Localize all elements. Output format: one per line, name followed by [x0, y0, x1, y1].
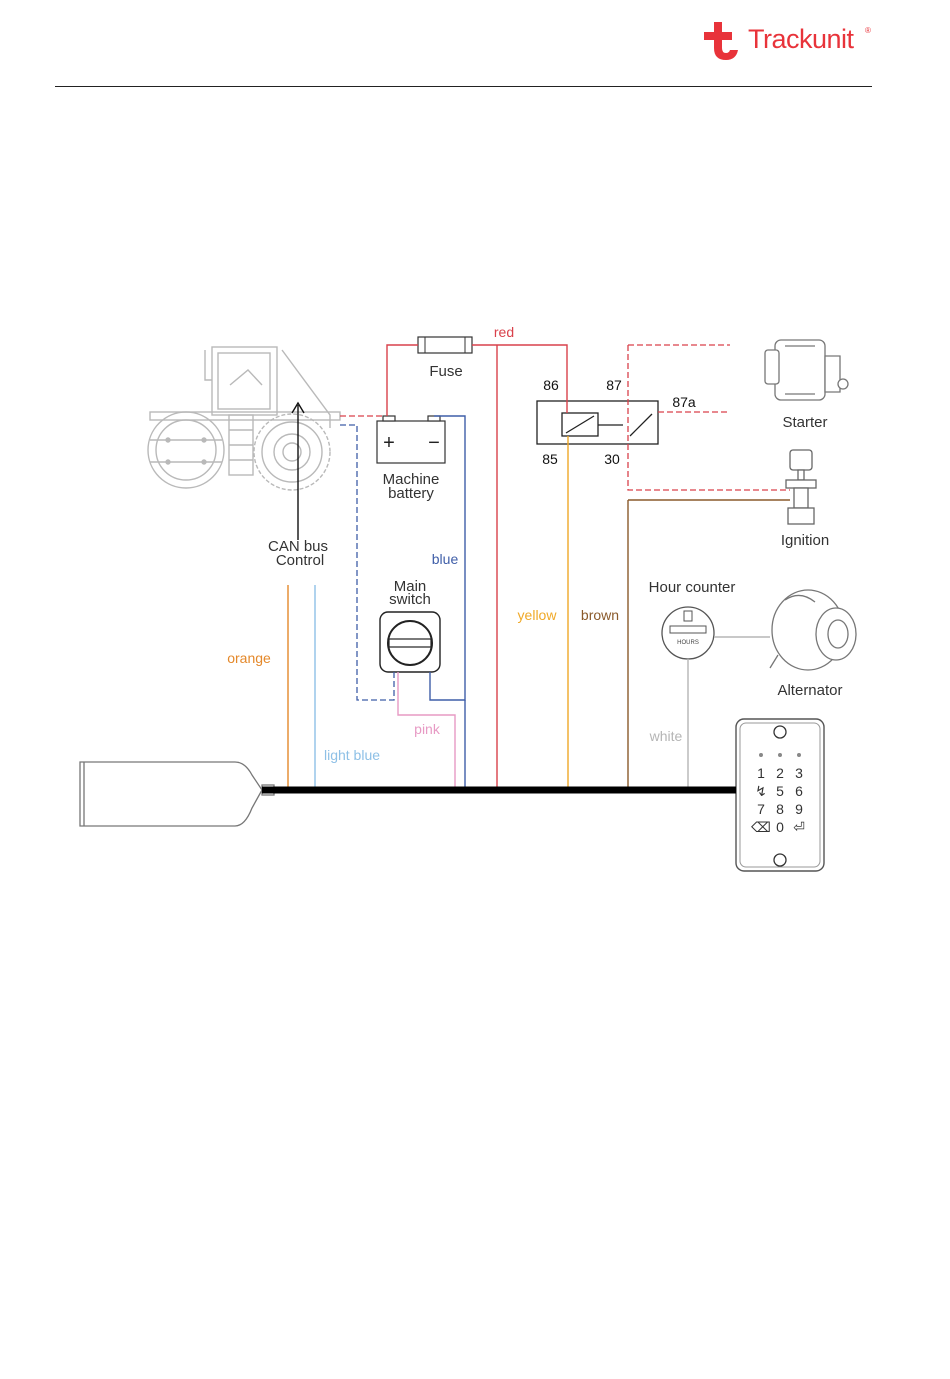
battery-label-line2: battery — [388, 485, 434, 502]
wire-label-light-blue: light blue — [324, 747, 380, 763]
starter-label: Starter — [782, 414, 827, 431]
keypad-key[interactable]: 0 — [776, 819, 784, 835]
alternator-label: Alternator — [777, 682, 842, 699]
main-switch — [380, 612, 440, 672]
keypad-key[interactable]: 8 — [776, 801, 784, 817]
relay-pin-86: 86 — [543, 377, 559, 393]
ignition-illustration — [786, 450, 816, 524]
wire-red-battery-fuse — [387, 345, 418, 416]
relay-pin-30: 30 — [604, 451, 620, 467]
wire-label-blue: blue — [432, 551, 459, 567]
starter-illustration — [765, 340, 848, 400]
main-switch-label-line2: switch — [389, 591, 431, 608]
wire-label-orange: orange — [227, 650, 271, 666]
can-bus-label-line2: Control — [276, 552, 324, 569]
wires — [262, 345, 790, 790]
relay-pin-85: 85 — [542, 451, 558, 467]
relay — [537, 401, 658, 444]
ignition-label: Ignition — [781, 532, 829, 549]
keypad-key[interactable]: 6 — [795, 783, 803, 799]
hour-counter-label: Hour counter — [649, 579, 736, 596]
battery-minus-sign: − — [428, 432, 440, 454]
battery-plus-sign: + — [383, 432, 395, 454]
keypad-key[interactable]: 2 — [776, 765, 784, 781]
wire-label-pink: pink — [414, 721, 441, 737]
trackunit-device — [80, 762, 274, 826]
fuse-label: Fuse — [429, 363, 462, 380]
keypad-key[interactable]: ⌫ — [751, 819, 771, 835]
hour-counter-gauge — [662, 607, 714, 659]
wire-label-red: red — [494, 324, 514, 340]
alternator-illustration — [770, 590, 856, 670]
hour-counter-face: HOURS — [677, 640, 699, 646]
wire-label-white: white — [649, 728, 683, 744]
keypad-key[interactable]: 5 — [776, 783, 784, 799]
keypad-key[interactable]: ⏎ — [793, 819, 805, 835]
keypad-key[interactable]: ↯ — [755, 783, 767, 799]
keypad-key[interactable]: 3 — [795, 765, 803, 781]
relay-pin-87: 87 — [606, 377, 622, 393]
wire-label-yellow: yellow — [518, 607, 558, 623]
keypad-key[interactable]: 1 — [757, 765, 765, 781]
keypad-key[interactable]: 9 — [795, 801, 803, 817]
machine-illustration — [148, 347, 340, 490]
wire-label-brown: brown — [581, 607, 619, 623]
relay-pin-87a: 87a — [672, 394, 696, 410]
fuse-symbol — [418, 337, 472, 353]
keypad-key[interactable]: 7 — [757, 801, 765, 817]
